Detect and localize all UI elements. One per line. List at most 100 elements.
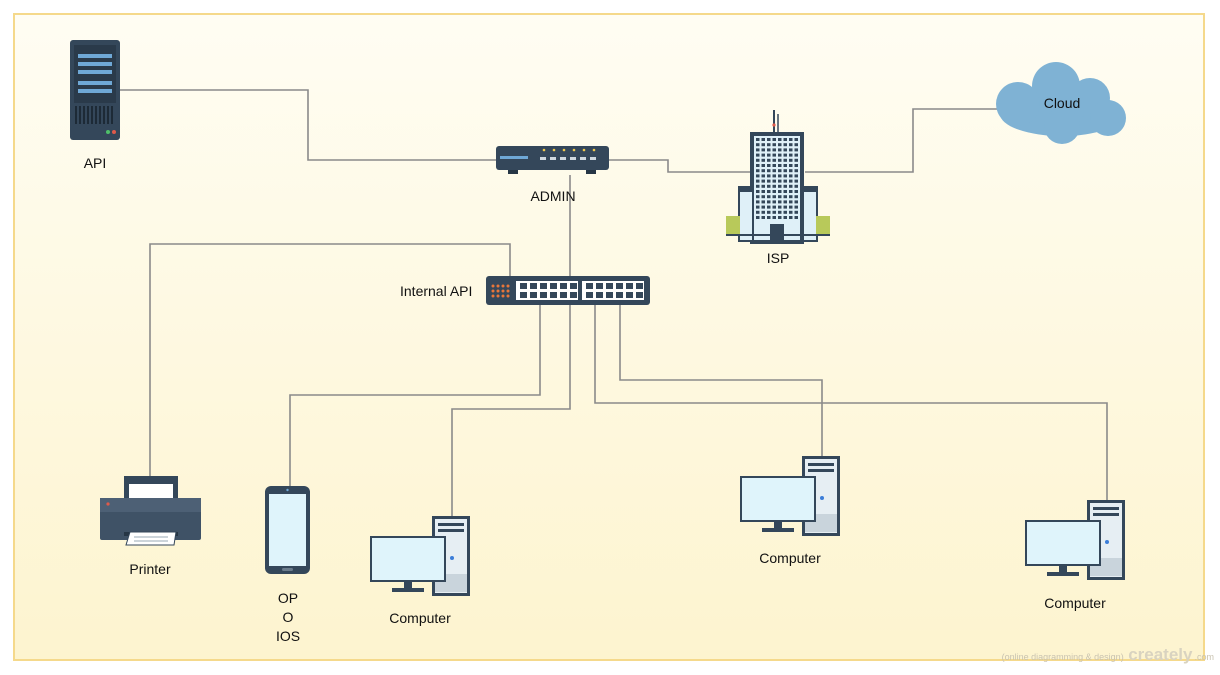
building-window [789,138,793,141]
smartphone-icon[interactable] [265,486,310,574]
building-window [778,138,782,141]
building-window [767,179,771,183]
printer-label: Printer [129,561,171,577]
building-window [783,153,787,157]
watermark: (online diagramming & design) creately.c… [1002,645,1214,665]
computer-monitor [370,536,446,592]
building-window [756,158,760,162]
building-window [767,158,771,162]
router-icon[interactable] [496,146,609,174]
building-window [761,153,765,157]
building-window [778,164,782,167]
building-window [778,205,782,209]
switch-port [626,283,633,289]
building-window [778,195,782,199]
building-window [772,138,776,141]
building-window [789,174,793,178]
building-window [772,200,776,204]
building-window [756,190,760,193]
computer-monitor [1025,520,1101,576]
connector-admin-isp [608,159,750,173]
building-window [778,148,782,152]
building-window [778,184,782,188]
building-window [794,210,798,214]
building-window [783,190,787,193]
building-window [794,179,798,183]
building-window [789,179,793,183]
switch-port [570,292,577,298]
building-window [778,169,782,173]
building-window [778,210,782,214]
building-window [794,200,798,204]
building-window [767,153,771,157]
building-window [772,143,776,147]
connector-api-admin [120,89,497,161]
building-window [794,148,798,152]
computer-label: Computer [389,610,451,626]
api-label: API [83,155,107,171]
switch-port [560,292,567,298]
building-window [783,148,787,152]
building-window [783,169,787,173]
building-window [778,200,782,204]
building-window [778,216,782,219]
building-window [789,190,793,193]
internal-api-label: Internal API [400,283,473,299]
building-window [778,174,782,178]
building-window [767,190,771,193]
phone-label-line: O [282,609,294,625]
printer-icon[interactable] [100,476,201,546]
phone-label-line: OP [277,590,299,606]
switch-port [550,283,557,289]
desktop-computer-icon[interactable] [740,456,840,536]
building-window [767,174,771,178]
switch-port [520,283,527,289]
building-window [756,148,760,152]
building-window [767,138,771,141]
cloud-icon[interactable] [996,62,1126,144]
switch-port [596,292,603,298]
building-window [772,148,776,152]
switch-port [570,283,577,289]
watermark-prefix: (online diagramming & design) [1001,652,1124,662]
desktop-computer-icon[interactable] [1025,500,1125,580]
connector-switch-computer-1 [451,304,571,516]
desktop-computer-icon[interactable] [370,516,470,596]
building-window [778,153,782,157]
building-window [789,205,793,209]
switch-icon[interactable] [486,276,650,305]
building-window [756,164,760,167]
server-icon[interactable] [70,40,120,140]
building-window [756,184,760,188]
building-window [783,158,787,162]
phone-label: OP O IOS [276,589,300,646]
watermark-brand: creately [1128,645,1193,664]
building-window [794,164,798,167]
building-window [761,143,765,147]
building-window [778,179,782,183]
connector-switch-printer [149,243,511,476]
switch-port [540,283,547,289]
building-window [756,195,760,199]
building-window [789,158,793,162]
switch-port [550,292,557,298]
building-window [772,205,776,209]
building-window [772,158,776,162]
building-window [794,184,798,188]
isp-label: ISP [766,250,790,266]
building-window [794,190,798,193]
building-window [783,200,787,204]
building-window [794,195,798,199]
building-window [783,179,787,183]
building-window [794,169,798,173]
building-window [789,143,793,147]
building-window [767,169,771,173]
building-window [767,184,771,188]
connector-isp-cloud [805,108,1000,173]
building-window [772,216,776,219]
building-window [767,210,771,214]
building-window [794,174,798,178]
building-window [772,195,776,199]
building-icon[interactable] [726,110,830,244]
building-window [778,190,782,193]
